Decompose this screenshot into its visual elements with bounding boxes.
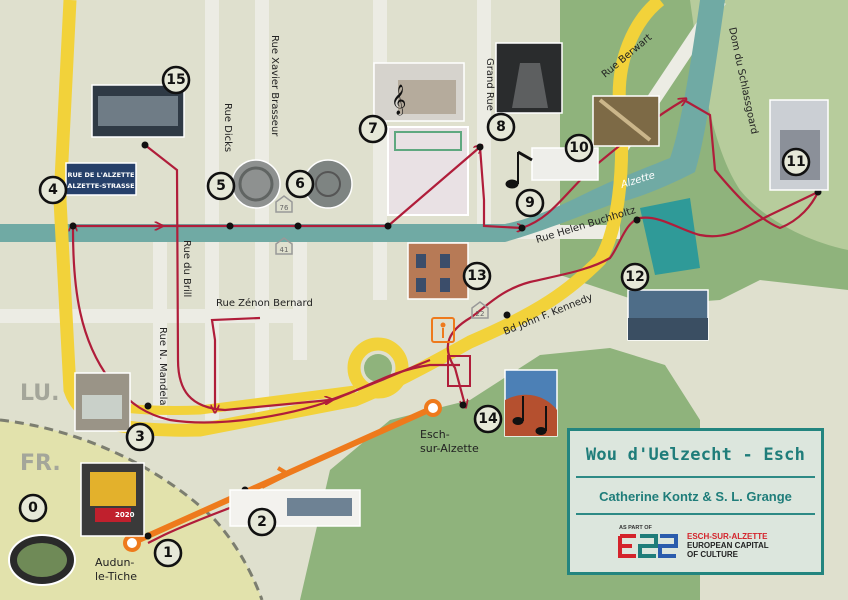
- station-marker-7[interactable]: 7: [358, 114, 388, 144]
- treble-clef-icon: 𝄞: [391, 84, 406, 116]
- photo-station-5: [231, 159, 281, 209]
- station-markers: 0 1 2 3 4 5 6 7 8 9 10 11 12 13 14 15: [18, 65, 811, 568]
- ecoc-line-3: OF CULTURE: [687, 550, 738, 559]
- photo-station-3: [74, 372, 131, 432]
- station-marker-12[interactable]: 12: [620, 262, 650, 292]
- station-esch: [424, 399, 442, 417]
- photo-station-1: [80, 462, 145, 537]
- svg-text:1: 1: [163, 545, 173, 561]
- svg-text:9: 9: [525, 195, 535, 211]
- label-rue-dicks: Rue Dicks: [222, 103, 233, 152]
- photo-station-8: [495, 42, 563, 114]
- ecoc-text: ESCH-SUR-ALZETTE EUROPEAN CAPITAL OF CUL…: [687, 532, 769, 559]
- title-box: Wou d'Uelzecht - Esch Catherine Kontz & …: [567, 428, 824, 575]
- roundabout-center: [364, 354, 392, 382]
- svg-text:0: 0: [28, 500, 38, 516]
- label-rue-xavier-brasseur: Rue Xavier Brasseur: [269, 35, 280, 137]
- route-shields: 76 41 22: [275, 195, 489, 319]
- svg-text:13: 13: [467, 268, 486, 284]
- station-marker-9[interactable]: 9: [515, 188, 545, 218]
- music-note-icons: 𝄞: [391, 84, 547, 435]
- station-marker-15[interactable]: 15: [161, 65, 191, 95]
- station-marker-6[interactable]: 6: [285, 169, 315, 199]
- label-grand-rue: Grand Rue: [484, 58, 495, 111]
- photo-station-4: RUE DE L'ALZETTE ALZETTE-STRASSE: [65, 162, 137, 196]
- station-marker-5[interactable]: 5: [206, 171, 236, 201]
- label-esch-line-1: Esch-: [420, 428, 450, 441]
- footbridge-icon: [431, 317, 471, 387]
- station-marker-8[interactable]: 8: [486, 112, 516, 142]
- svg-text:41: 41: [280, 246, 289, 254]
- label-esch-line-2: sur-Alzette: [420, 442, 479, 455]
- svg-text:15: 15: [166, 72, 185, 88]
- photo-station-0: [8, 534, 76, 586]
- station-marker-2[interactable]: 2: [247, 507, 277, 537]
- label-audun-line-2: le-Tiche: [95, 570, 137, 583]
- building-block: [387, 126, 469, 216]
- photo-station-10: [592, 95, 660, 147]
- sign-line-1: RUE DE L'ALZETTE: [68, 171, 135, 179]
- station-marker-3[interactable]: 3: [125, 422, 155, 452]
- photo-station-13: [407, 242, 469, 300]
- station-marker-1[interactable]: 1: [153, 538, 183, 568]
- roundabout: [347, 337, 409, 399]
- svg-text:22: 22: [476, 310, 485, 318]
- photo-station-9: [531, 147, 599, 181]
- svg-text:76: 76: [280, 204, 289, 212]
- building-entrance: [394, 131, 462, 151]
- svg-text:11: 11: [786, 154, 805, 170]
- station-marker-11[interactable]: 11: [781, 147, 811, 177]
- photo-station-12: [627, 289, 709, 341]
- station-marker-14[interactable]: 14: [473, 404, 503, 434]
- music-note-icon: [512, 396, 547, 435]
- label-rue-zenon-bernard: Rue Zénon Bernard: [216, 297, 313, 309]
- title-divider-top: [576, 476, 815, 478]
- svg-text:5: 5: [216, 178, 226, 194]
- svg-text:7: 7: [368, 121, 378, 137]
- station-audun: [123, 534, 141, 552]
- sign-line-2: ALZETTE-STRASSE: [67, 182, 134, 190]
- label-france: FR.: [20, 451, 61, 476]
- as-part-of-label: AS PART OF: [619, 525, 652, 531]
- photo-station-11: [769, 99, 829, 191]
- route-shield-76: 76: [275, 195, 293, 213]
- route-shield-22: 22: [471, 301, 489, 319]
- photo-station-7: [373, 62, 465, 122]
- railway-line: [123, 399, 442, 552]
- esch2022-logo: [618, 534, 678, 558]
- train-number: 2020: [115, 511, 135, 519]
- station-marker-0[interactable]: 0: [18, 493, 48, 523]
- svg-text:10: 10: [569, 140, 589, 156]
- svg-text:2: 2: [257, 514, 267, 530]
- svg-text:6: 6: [295, 176, 305, 192]
- svg-text:14: 14: [478, 411, 498, 427]
- label-luxembourg: LU.: [20, 381, 59, 406]
- pond: [640, 198, 700, 275]
- map-authors: Catherine Kontz & S. L. Grange: [599, 489, 792, 504]
- label-rue-du-brill: Rue du Brill: [181, 240, 192, 297]
- photo-station-14: [504, 369, 558, 437]
- photo-station-2: [229, 489, 361, 527]
- svg-text:4: 4: [48, 182, 58, 198]
- svg-text:3: 3: [135, 429, 145, 445]
- route-shield-41: 41: [275, 237, 293, 255]
- ecoc-line-2: EUROPEAN CAPITAL: [687, 541, 769, 550]
- map-title: Wou d'Uelzecht - Esch: [585, 445, 806, 465]
- svg-text:8: 8: [496, 119, 506, 135]
- music-note-icon: [505, 150, 533, 189]
- station-marker-10[interactable]: 10: [564, 133, 594, 163]
- svg-text:𝄞: 𝄞: [391, 84, 406, 116]
- station-marker-13[interactable]: 13: [462, 261, 492, 291]
- title-divider-bottom: [576, 513, 815, 515]
- svg-text:12: 12: [625, 269, 644, 285]
- ecoc-line-1: ESCH-SUR-ALZETTE: [687, 532, 768, 541]
- label-rue-mandela: Rue N. Mandela: [157, 327, 168, 406]
- label-audun-line-1: Audun-: [95, 556, 134, 569]
- national-border: [0, 418, 264, 600]
- photo-station-15: [91, 84, 185, 138]
- station-marker-4[interactable]: 4: [38, 175, 68, 205]
